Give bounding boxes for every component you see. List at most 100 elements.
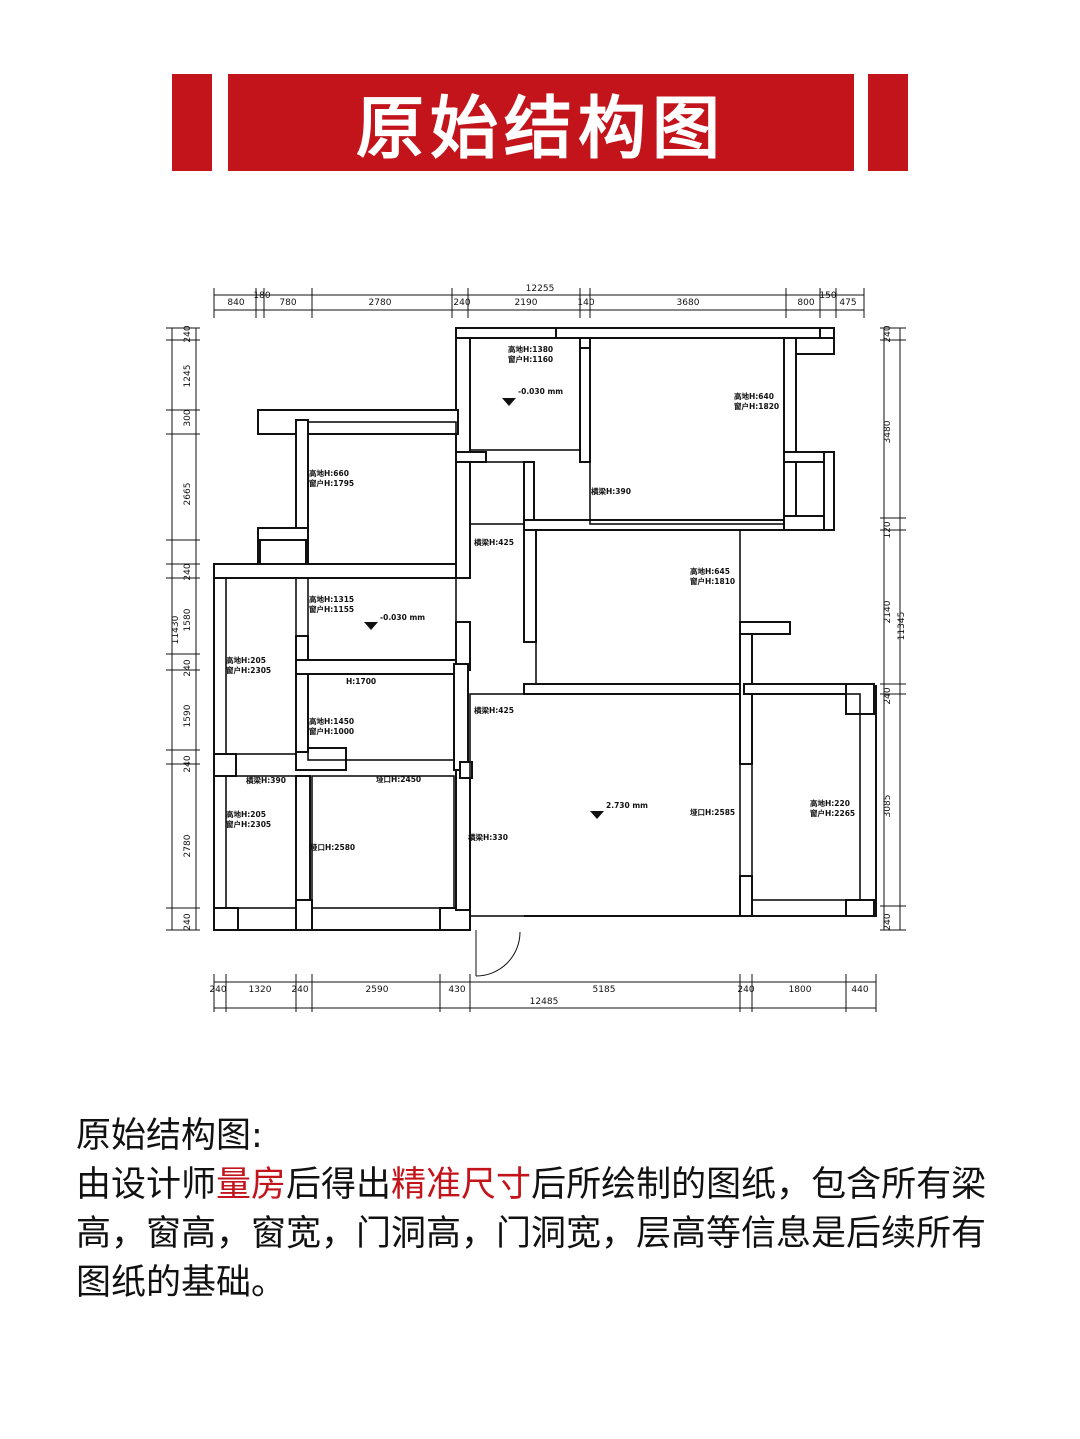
wall-block <box>455 621 471 671</box>
top-dim: 475 <box>839 298 856 308</box>
left-dim: 2780 <box>183 834 193 857</box>
left-dim: 1580 <box>183 608 193 631</box>
level-marker-icon <box>590 811 604 819</box>
opening-label: 垭口H:2450 <box>376 774 421 784</box>
room <box>751 693 861 901</box>
wall-block <box>213 753 237 777</box>
note-line: 高地H:660 <box>309 468 349 478</box>
wall-block <box>555 327 835 339</box>
room <box>589 337 785 525</box>
note-line: 窗户H:2265 <box>810 808 855 818</box>
bottom-dimensions: 240 1320 240 2590 430 5185 240 1800 440 … <box>209 985 868 1007</box>
room <box>307 577 457 661</box>
note-line: 窗户H:2305 <box>226 819 271 829</box>
bottom-dim: 5185 <box>593 985 616 995</box>
level-label: 2.730 mm <box>606 801 648 810</box>
opening-label: H:1700 <box>346 677 376 686</box>
note-line: 窗户H:1160 <box>508 354 553 364</box>
note-line: 窗户H:1795 <box>309 478 354 488</box>
wall-block <box>523 461 535 523</box>
bottom-dim: 240 <box>209 985 226 995</box>
description-heading: 原始结构图: <box>76 1116 263 1156</box>
left-dim: 240 <box>183 659 193 676</box>
highlight-text: 量房 <box>216 1165 287 1205</box>
room-outlines <box>225 337 861 917</box>
description: 原始结构图: 由设计师量房后得出精准尺寸后所绘制的图纸，包含所有梁高，窗高，窗宽… <box>76 1112 1016 1308</box>
description-text: 后得出 <box>286 1165 392 1205</box>
top-dim: 240 <box>453 298 470 308</box>
bottom-dim: 240 <box>291 985 308 995</box>
wall-block <box>739 875 753 917</box>
left-dim: 1245 <box>183 365 193 388</box>
right-dim: 240 <box>883 687 893 704</box>
wall-block <box>579 337 591 463</box>
wall-block <box>295 659 465 675</box>
wall-block <box>295 673 309 753</box>
room <box>469 461 525 525</box>
top-dim: 140 <box>577 298 594 308</box>
note-line: 窗户H:1820 <box>734 401 779 411</box>
right-dim: 2140 <box>883 600 893 623</box>
top-dimensions: 12255 840 180 780 2780 240 2190 140 3680… <box>227 284 856 308</box>
note-line: 高地H:645 <box>690 566 730 576</box>
level-label: -0.030 mm <box>380 613 425 622</box>
left-dim-total: 11430 <box>171 615 181 644</box>
left-dim: 300 <box>183 409 193 426</box>
wall-block <box>459 761 473 779</box>
opening-label: 垭口H:2580 <box>310 842 355 852</box>
left-dimensions: 11430 240 1245 300 2665 240 1580 240 159… <box>171 325 193 930</box>
banner-right-bar <box>868 74 908 171</box>
bottom-dim-total: 12485 <box>530 997 559 1007</box>
wall-block <box>845 899 875 917</box>
top-dim: 2190 <box>515 298 538 308</box>
banner-left-bar <box>172 74 212 171</box>
room <box>311 775 455 909</box>
top-dim: 3680 <box>677 298 700 308</box>
room <box>307 421 457 565</box>
bottom-dim: 2590 <box>366 985 389 995</box>
right-dim: 240 <box>883 325 893 342</box>
wall-block <box>783 337 797 525</box>
top-dim: 840 <box>227 298 244 308</box>
room <box>535 529 741 685</box>
bottom-dim: 240 <box>737 985 754 995</box>
wall-block <box>213 907 239 931</box>
beam-label: 横梁H:330 <box>468 832 508 842</box>
right-dim: 120 <box>883 521 893 538</box>
left-dim: 240 <box>183 755 193 772</box>
left-dim: 240 <box>183 325 193 342</box>
top-dim: 780 <box>279 298 296 308</box>
wall-block <box>257 527 309 541</box>
opening-label: 垭口H:2585 <box>690 807 735 817</box>
title-banner: 原始结构图 <box>228 74 854 171</box>
wall-block <box>795 337 835 355</box>
right-dim: 3480 <box>883 420 893 443</box>
left-dim: 2665 <box>183 483 193 506</box>
bottom-dim: 1320 <box>249 985 272 995</box>
wall-block <box>439 907 471 931</box>
top-dim: 180 <box>253 291 270 301</box>
room-notes: 高地H:1380 窗户H:1160 高地H:640 窗户H:1820 高地H:6… <box>226 344 855 852</box>
top-dim: 800 <box>797 298 814 308</box>
right-dim: 240 <box>883 913 893 930</box>
wall-block <box>739 621 791 635</box>
bottom-dim: 430 <box>448 985 465 995</box>
wall-blocks <box>213 327 875 931</box>
left-dim: 1590 <box>183 704 193 727</box>
bottom-dim: 440 <box>851 985 868 995</box>
wall-block <box>523 683 745 695</box>
top-dim-total: 12255 <box>526 284 555 294</box>
room <box>225 775 297 909</box>
wall-block <box>579 337 591 349</box>
dimension-lines <box>166 288 906 1012</box>
note-line: 窗户H:1000 <box>309 726 354 736</box>
beam-label: 横梁H:425 <box>474 537 514 547</box>
note-line: 高地H:205 <box>226 655 266 665</box>
wall-block <box>455 451 471 579</box>
wall-block <box>295 899 313 931</box>
wall-block <box>455 451 487 463</box>
wall-block <box>523 529 537 643</box>
note-line: 高地H:1315 <box>309 594 354 604</box>
wall-block <box>213 563 469 579</box>
beam-label: 横梁H:390 <box>246 775 286 785</box>
